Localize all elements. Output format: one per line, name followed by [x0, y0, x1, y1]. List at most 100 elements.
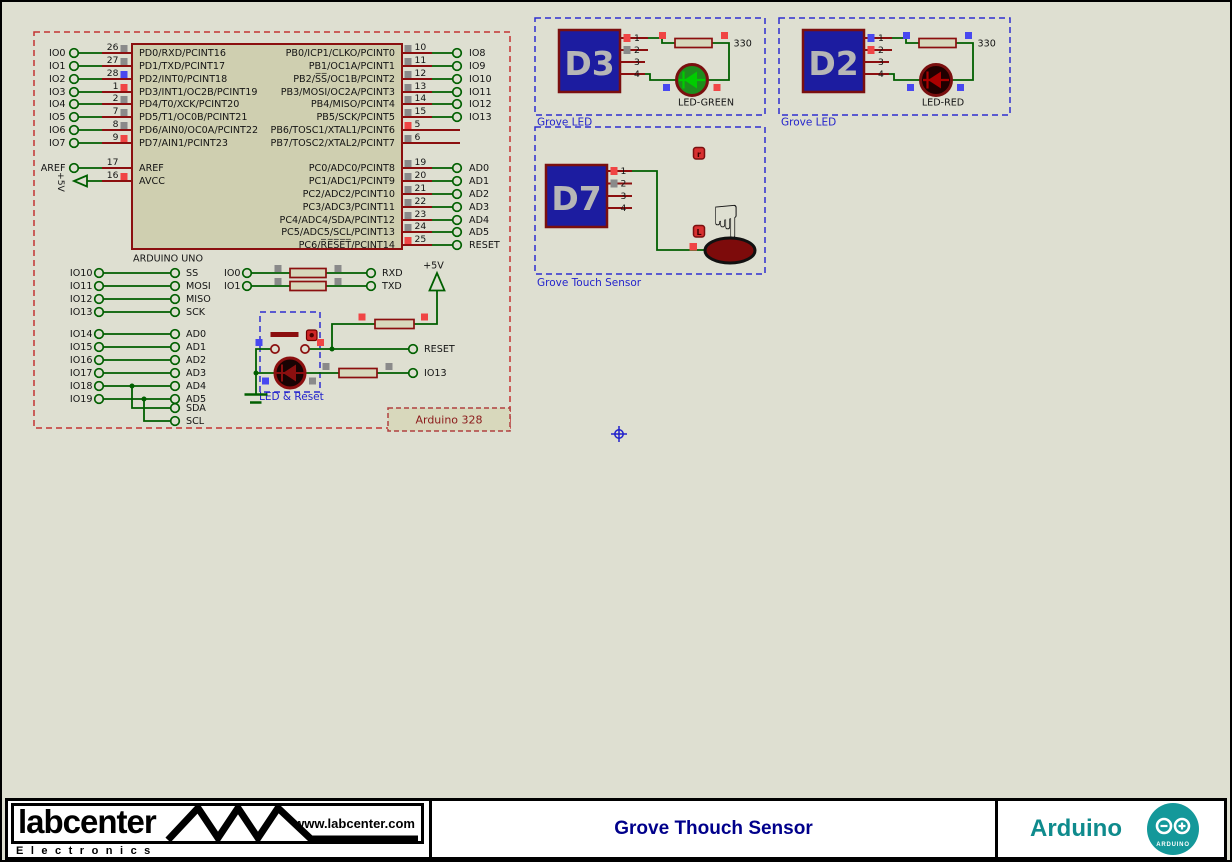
- svg-text:PB1/OC1A/PCINT1: PB1/OC1A/PCINT1: [309, 61, 395, 72]
- aref-avcc[interactable]: AREF 17 AREF 16 AVCC +5V: [41, 157, 166, 193]
- svg-text:1: 1: [113, 81, 119, 92]
- serial-group[interactable]: IO0 IO1 RXD TXD: [224, 265, 403, 292]
- svg-text:AD5: AD5: [186, 394, 206, 405]
- svg-text:RESET: RESET: [469, 240, 500, 251]
- svg-text:2: 2: [113, 93, 119, 104]
- svg-text:IO15: IO15: [70, 342, 93, 353]
- led-resistor[interactable]: [338, 367, 378, 379]
- d3-resistor[interactable]: [674, 37, 713, 49]
- chip-body[interactable]: [131, 43, 403, 250]
- svg-text:AD3: AD3: [186, 368, 206, 379]
- svg-text:PC1/ADC1/PCINT9: PC1/ADC1/PCINT9: [309, 176, 395, 187]
- touch-pad[interactable]: [703, 236, 757, 265]
- led-reset-border: [259, 311, 321, 393]
- svg-text:IO18: IO18: [70, 381, 93, 392]
- d2-border: [778, 17, 1011, 116]
- svg-text:PD4/T0/XCK/PCINT20: PD4/T0/XCK/PCINT20: [139, 99, 239, 110]
- d2-resistor-value: 330: [978, 39, 996, 50]
- svg-text:IO1: IO1: [224, 281, 241, 292]
- pc-pin-numbers: 19 20 21 22 23 24 25: [415, 157, 427, 245]
- svg-text:27: 27: [107, 55, 119, 66]
- svg-text:IO1: IO1: [49, 61, 66, 72]
- svg-text:7: 7: [113, 106, 119, 117]
- svg-text:3: 3: [621, 191, 627, 202]
- plus5v-power-arrow[interactable]: [71, 174, 88, 188]
- pb-pin-labels: PB0/ICP1/CLKO/PCINT0 PB1/OC1A/PCINT1 PB2…: [271, 48, 395, 149]
- svg-text:IO11: IO11: [70, 281, 93, 292]
- svg-text:IO7: IO7: [49, 138, 66, 149]
- svg-text:17: 17: [107, 157, 119, 168]
- svg-text:PB4/MISO/PCINT4: PB4/MISO/PCINT4: [311, 99, 395, 110]
- reset-push-button[interactable]: [270, 329, 318, 354]
- svg-text:IO10: IO10: [469, 74, 492, 85]
- grove-touch-sensor-module[interactable]: Grove Touch Sensor D7 1 2 3 4 r L ☟: [534, 126, 766, 289]
- arduino-uno-chip[interactable]: ARDUINO UNO 26 27 28 1 2 7 8 9 IO0: [41, 42, 500, 265]
- io13-terminal[interactable]: [407, 367, 419, 379]
- d3-resistor-value: 330: [734, 39, 752, 50]
- svg-text:1: 1: [634, 33, 640, 44]
- svg-text:IO13: IO13: [70, 307, 93, 318]
- green-led[interactable]: [675, 63, 709, 97]
- pd-terminals[interactable]: [68, 47, 80, 149]
- svg-text:4: 4: [878, 69, 884, 80]
- pd-pin-state-squares: [120, 45, 128, 142]
- svg-text:PB6/TOSC1/XTAL1/PCINT6: PB6/TOSC1/XTAL1/PCINT6: [271, 125, 395, 136]
- analog-terminal-group[interactable]: IO14 IO15 IO16 IO17 IO18 IO19 AD0 AD1 AD…: [70, 328, 206, 427]
- svg-text:SCK: SCK: [186, 307, 206, 318]
- svg-text:PC0/ADC0/PCINT8: PC0/ADC0/PCINT8: [309, 163, 395, 174]
- svg-text:AD1: AD1: [469, 176, 489, 187]
- svg-text:AD0: AD0: [186, 329, 206, 340]
- pd-wires[interactable]: [78, 52, 103, 144]
- d2-resistor[interactable]: [918, 37, 957, 49]
- red-led[interactable]: [919, 63, 953, 97]
- board-label-box[interactable]: Arduino 328: [387, 407, 511, 432]
- pb-terminals[interactable]: [451, 47, 463, 123]
- reset-pullup-resistor[interactable]: [374, 318, 415, 330]
- svg-text:PC4/ADC4/SDA/PCINT12: PC4/ADC4/SDA/PCINT12: [280, 215, 395, 226]
- reset-led[interactable]: [273, 356, 307, 390]
- logic-indicator-top: r: [692, 146, 706, 160]
- reset-terminal[interactable]: [407, 343, 419, 355]
- svg-text:IO4: IO4: [49, 99, 66, 110]
- svg-text:4: 4: [621, 203, 627, 214]
- svg-text:RXD: RXD: [382, 268, 403, 279]
- svg-text:IO2: IO2: [49, 74, 66, 85]
- plus5v-power-arrow-top[interactable]: [428, 270, 446, 292]
- pb-terminal-labels: IO8 IO9 IO10 IO11 IO12 IO13: [469, 48, 492, 123]
- pc-terminals[interactable]: [451, 162, 463, 251]
- svg-text:23: 23: [415, 209, 427, 220]
- d2-caption: Grove LED: [781, 117, 836, 129]
- pd-pin-labels: PD0/RXD/PCINT16 PD1/TXD/PCINT17 PD2/INT0…: [139, 48, 258, 149]
- rxd-resistor[interactable]: [289, 267, 327, 279]
- pc-pin-stubs: [402, 167, 432, 246]
- pd-pin-numbers: 26 27 28 1 2 7 8 9: [107, 42, 119, 143]
- pc-wires[interactable]: [432, 167, 453, 246]
- svg-text:PC2/ADC2/PCINT10: PC2/ADC2/PCINT10: [303, 189, 395, 200]
- titleblock-brand-cell: Arduino ARDUINO: [998, 801, 1224, 857]
- svg-text:SCL: SCL: [186, 416, 205, 427]
- svg-text:MISO: MISO: [186, 294, 211, 305]
- pb-wires[interactable]: [432, 52, 453, 118]
- svg-text:2: 2: [878, 45, 884, 56]
- spi-terminal-group[interactable]: IO10 IO11 IO12 IO13 SS MOSI MISO SCK: [70, 267, 211, 318]
- grove-led-green-module[interactable]: Grove LED D3 1 2 3 4 330 LED-GREEN: [534, 17, 766, 129]
- led-reset-subcircuit[interactable]: LED & Reset +5V: [244, 261, 455, 404]
- svg-text:PB0/ICP1/CLKO/PCINT0: PB0/ICP1/CLKO/PCINT0: [286, 48, 395, 59]
- svg-text:24: 24: [415, 221, 427, 232]
- aref-terminal[interactable]: [68, 162, 80, 174]
- svg-text:ARDUINO: ARDUINO: [1156, 842, 1190, 848]
- pb-pin-numbers: 10 11 12 13 14 15 5 6: [415, 42, 427, 143]
- txd-resistor[interactable]: [289, 280, 327, 292]
- svg-text:PD2/INT0/PCINT18: PD2/INT0/PCINT18: [139, 74, 227, 85]
- svg-text:MOSI: MOSI: [186, 281, 211, 292]
- ground-symbol[interactable]: [244, 393, 268, 404]
- svg-text:4: 4: [634, 69, 640, 80]
- svg-text:13: 13: [415, 81, 427, 92]
- svg-text:AD4: AD4: [186, 381, 206, 392]
- sheet-title: Grove Thouch Sensor: [614, 818, 813, 839]
- grove-led-red-module[interactable]: Grove LED D2 1 2 3 4 330 LED-RED: [778, 17, 1011, 129]
- d3-block[interactable]: [557, 28, 622, 94]
- d2-ref: D2: [808, 44, 858, 83]
- svg-text:IO6: IO6: [49, 125, 66, 136]
